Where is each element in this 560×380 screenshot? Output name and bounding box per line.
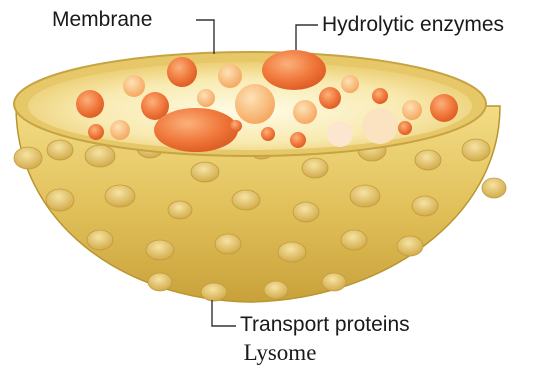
hydrolytic-enzymes-label: Hydrolytic enzymes (322, 14, 504, 35)
membrane-label: Membrane (52, 9, 152, 30)
transport-proteins-label: Transport proteins (240, 314, 410, 335)
transport-leader (212, 300, 236, 326)
enzymes-leader (296, 25, 318, 50)
membrane-leader (196, 20, 214, 54)
diagram-caption: Lysome (0, 341, 560, 364)
